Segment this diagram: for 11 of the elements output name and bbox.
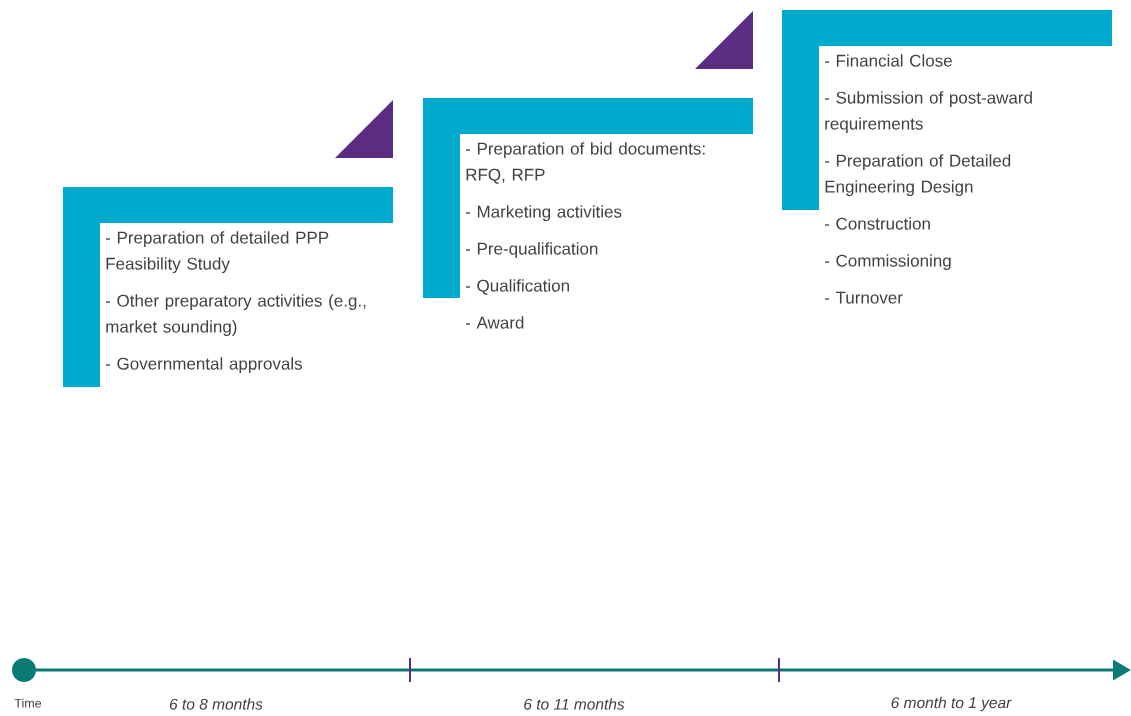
step-bracket: - Financial Close - Submission of post-award requirements - Preparation of Detailed Engineering Design - Construction - Commissioning - Turnover [782, 10, 1112, 304]
node-label: - Construction [824, 217, 930, 230]
duration-label: 6 to 8 months [169, 698, 263, 710]
duration-label: 6 to 11 months [524, 698, 625, 710]
duration-label: 6 month to 1 year [891, 696, 1012, 712]
axis-label: Time [14, 698, 42, 708]
step-bracket: - Preparation of detailed PPP Feasibility Study - Other preparatory activities (e.g., market sounding) - Governmental approvals [63, 187, 393, 387]
node-label: - Award [465, 316, 524, 329]
step-bracket: - Preparation of bid documents: RFQ, RFP - Marketing activities - Pre-qualification - Qualification - Award [423, 98, 753, 329]
node-label: - Commissioning [824, 254, 951, 271]
node-label: - Turnover [824, 291, 903, 304]
